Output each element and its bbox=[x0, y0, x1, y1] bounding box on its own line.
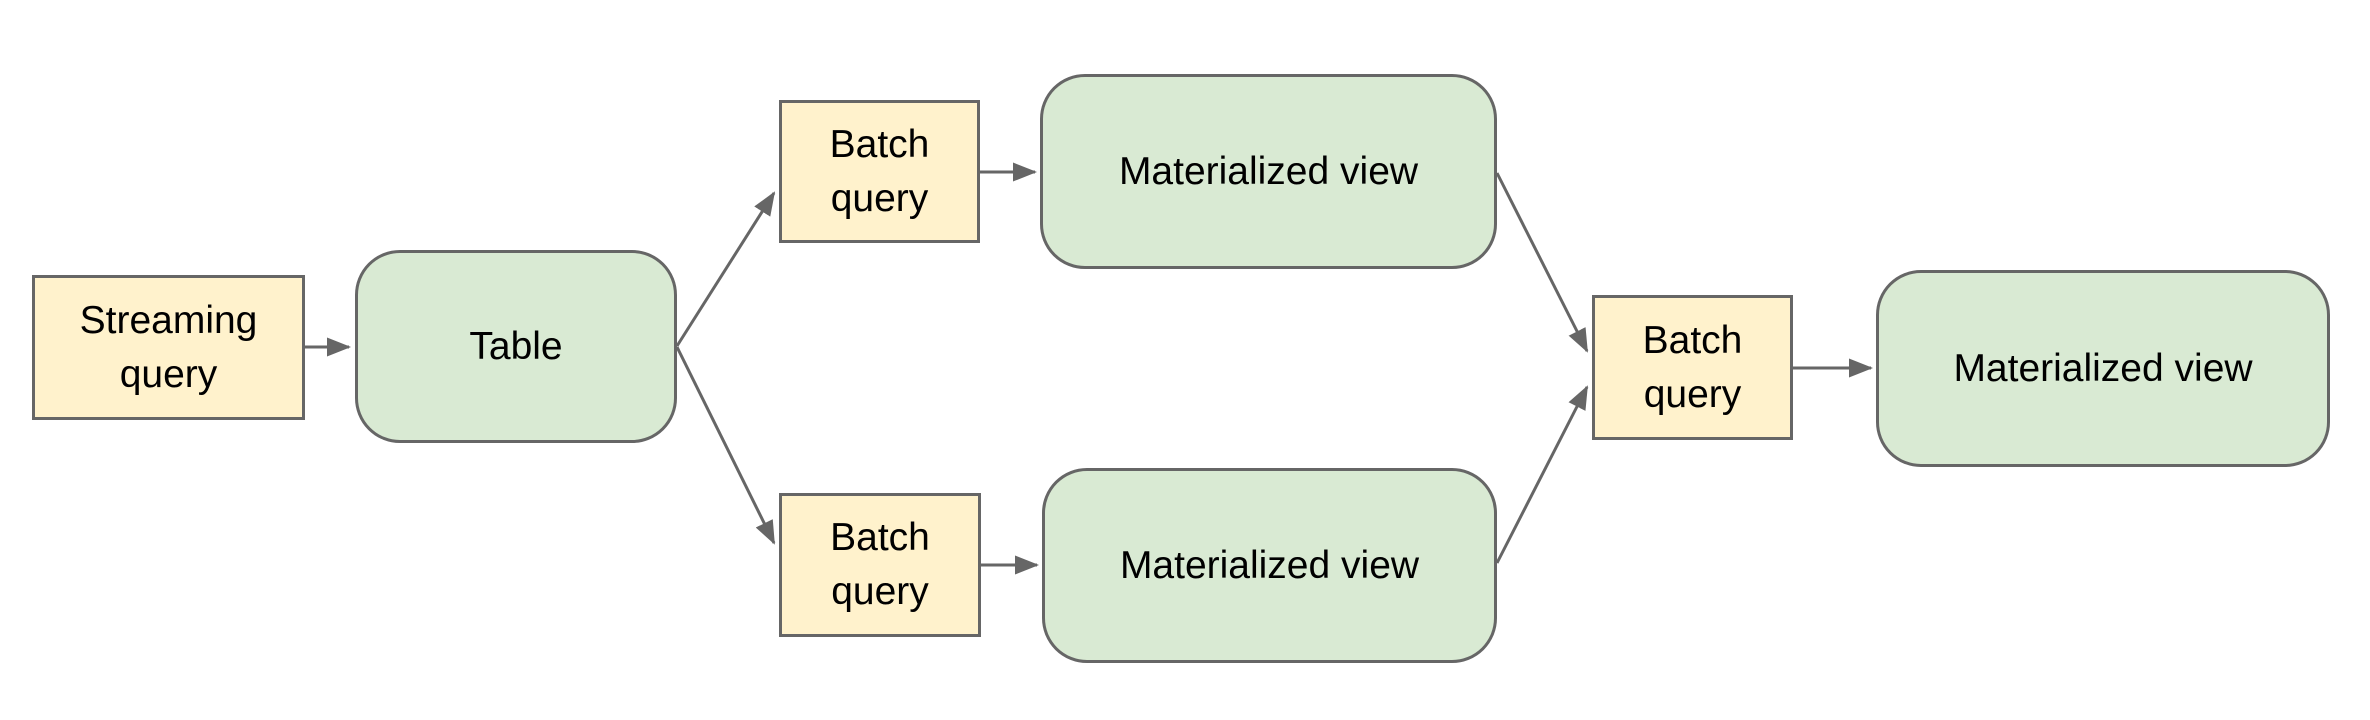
node-label: Streaming query bbox=[79, 298, 258, 396]
node-materialized-view-final: Materialized view bbox=[1876, 270, 2330, 467]
node-table: Table bbox=[355, 250, 677, 443]
node-batch-query-top: Batch query bbox=[779, 100, 980, 243]
node-label: Materialized view bbox=[1119, 543, 1420, 587]
node-label: Materialized view bbox=[1953, 346, 2253, 390]
node-label: Table bbox=[469, 324, 563, 368]
node-batch-query-merge: Batch query bbox=[1592, 295, 1793, 440]
edge-table-to-batch-bottom bbox=[675, 346, 776, 545]
node-label: Batch query bbox=[829, 122, 930, 220]
node-label: Batch query bbox=[1642, 318, 1743, 416]
node-batch-query-bottom: Batch query bbox=[779, 493, 981, 637]
node-materialized-view-top: Materialized view bbox=[1040, 74, 1497, 269]
node-label: Batch query bbox=[830, 516, 930, 613]
node-materialized-view-bottom: Materialized view bbox=[1042, 468, 1497, 663]
node-label: Materialized view bbox=[1118, 149, 1419, 193]
edge-mv-top-to-batch-merge bbox=[1495, 172, 1589, 353]
node-streaming-query: Streaming query bbox=[32, 275, 305, 420]
edge-mv-bottom-to-batch-merge bbox=[1495, 385, 1589, 564]
edge-table-to-batch-top bbox=[675, 191, 776, 347]
